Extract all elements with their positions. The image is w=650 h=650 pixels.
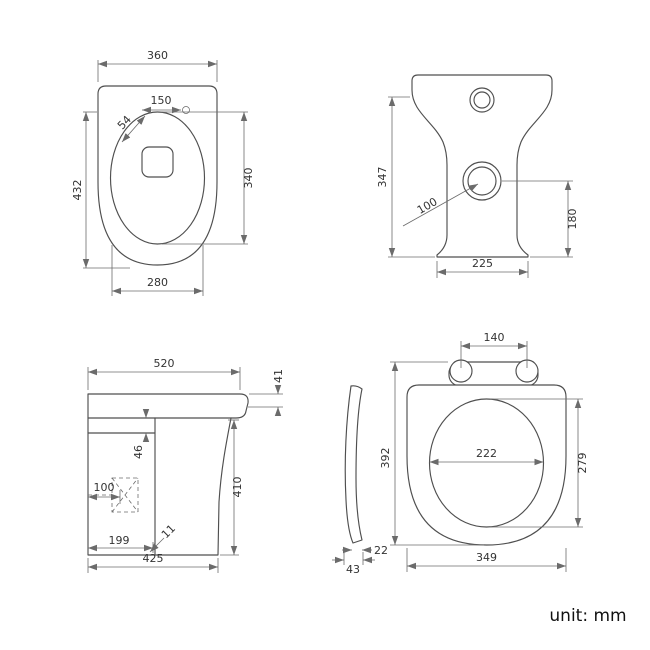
seat-dim-22: 22 [342, 544, 388, 557]
side-pan-outline [87, 393, 249, 556]
seat-dim-392: 392 [379, 361, 484, 546]
plan-view: 360 150 54 432 340 280 [71, 49, 255, 296]
side-dim-46: 46 [132, 409, 150, 459]
seat-dim-349: 349 [406, 548, 567, 572]
side-view: 520 41 46 100 410 199 [87, 357, 285, 573]
dim-label-222: 222 [476, 447, 497, 460]
leader-line [149, 537, 165, 553]
dim-label-410: 410 [231, 477, 244, 498]
dim-line [121, 115, 146, 143]
plan-dim-54: 54 [115, 113, 146, 143]
front-dim-100: 100 [402, 183, 479, 227]
plan-pan-outline [97, 85, 218, 266]
side-dim-41: 41 [248, 369, 285, 416]
dim-label-349: 349 [476, 551, 497, 564]
front-inlet-hole-outer [469, 87, 495, 113]
leader-line [402, 183, 479, 227]
front-dim-225: 225 [436, 257, 529, 278]
dim-label-347: 347 [376, 167, 389, 188]
side-dim-520: 520 [87, 357, 241, 390]
side-hidden-trap [111, 477, 139, 513]
dim-label-22: 22 [374, 544, 388, 557]
dim-label-225: 225 [472, 257, 493, 270]
dim-label-360: 360 [147, 49, 168, 62]
dim-label-43: 43 [346, 563, 360, 576]
dim-label-280: 280 [147, 276, 168, 289]
side-dim-425: 425 [87, 552, 219, 573]
front-inlet-hole-inner [473, 91, 491, 109]
front-outlet-hole-outer [462, 161, 502, 201]
dim-label-54: 54 [115, 113, 134, 132]
side-hidden-cross [111, 477, 139, 513]
front-dim-347: 347 [376, 96, 435, 258]
seat-dim-140: 140 [460, 331, 528, 368]
plan-dim-340: 340 [162, 111, 255, 245]
dim-label-425: 425 [143, 552, 164, 565]
dim-label-140: 140 [484, 331, 505, 344]
dim-label-392: 392 [379, 448, 392, 469]
dim-label-100: 100 [94, 481, 115, 494]
plan-flush-outlet [141, 146, 174, 178]
dim-label-150: 150 [151, 94, 172, 107]
side-dim-410: 410 [220, 419, 244, 556]
plan-dim-360: 360 [97, 49, 218, 82]
side-dim-100: 100 [88, 481, 121, 504]
dim-label-520: 520 [154, 357, 175, 370]
front-pan-outline [411, 74, 553, 258]
seat-dim-43: 43 [332, 552, 375, 576]
front-outlet-hole-inner [467, 166, 497, 196]
dim-label-199: 199 [109, 534, 130, 547]
plan-fixing-point [182, 106, 190, 114]
seat-outer-outline [406, 384, 567, 546]
front-dim-180: 180 [502, 180, 579, 258]
dim-label-46: 46 [132, 445, 145, 459]
plan-dim-280: 280 [111, 245, 204, 296]
dim-label-279: 279 [576, 453, 589, 474]
plan-dim-150: 150 [142, 94, 181, 114]
seat-dim-279: 279 [490, 398, 589, 528]
seat-side-view: 22 43 [332, 385, 388, 576]
front-view: 347 100 180 225 [376, 74, 579, 278]
side-dim-199: 199 [88, 534, 154, 553]
unit-label: unit: mm [549, 606, 626, 626]
dim-label-100: 100 [415, 195, 440, 217]
dim-label-340: 340 [242, 168, 255, 189]
dim-label-11: 11 [159, 522, 178, 541]
seat-top-view: 140 392 222 279 349 [379, 331, 589, 572]
dim-label-41: 41 [272, 369, 285, 383]
plan-dim-432: 432 [71, 111, 130, 269]
seat-side-outline [344, 385, 363, 544]
side-dim-11: 11 [149, 522, 178, 553]
seat-dim-222: 222 [429, 447, 544, 466]
dim-label-432: 432 [71, 180, 84, 201]
dim-label-180: 180 [566, 209, 579, 230]
